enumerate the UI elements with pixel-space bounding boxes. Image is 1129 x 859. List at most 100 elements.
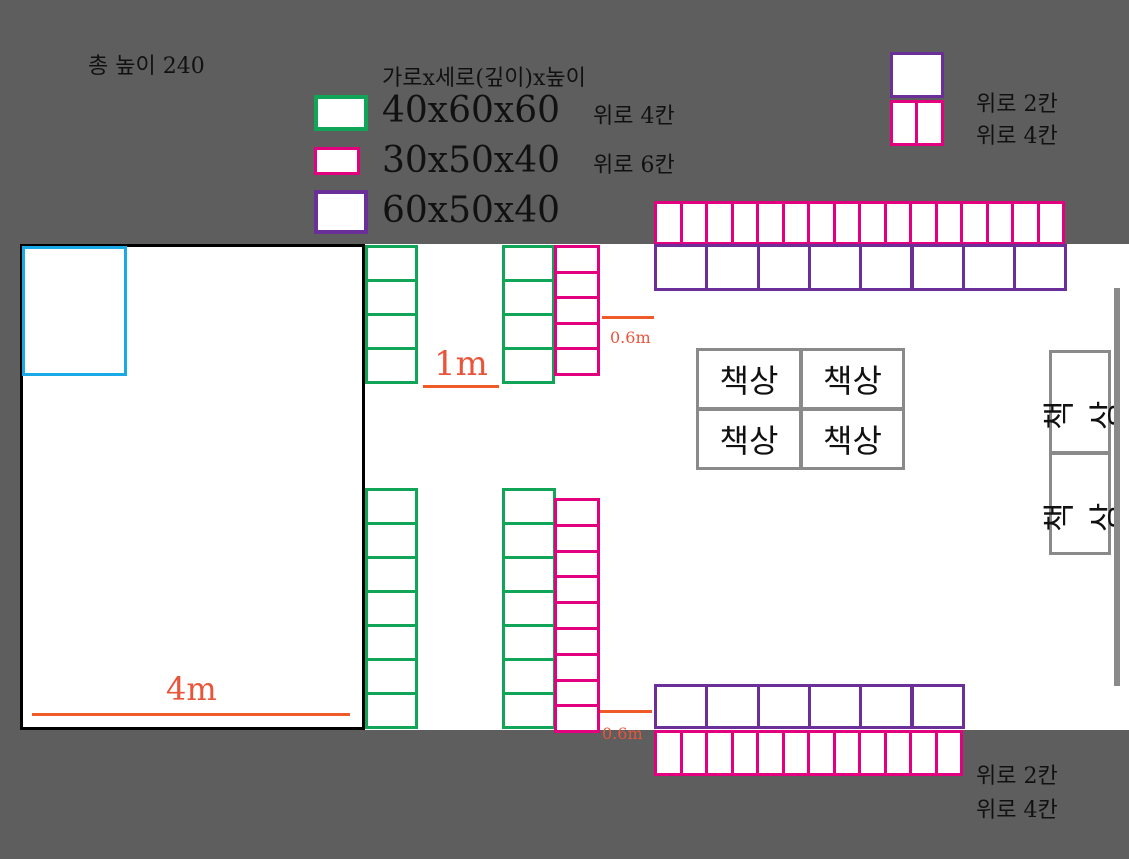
legend-size-purple: 60x50x40 (382, 190, 561, 231)
pink-shelf-top-cell (554, 296, 600, 325)
green-shelf-b-top-cell (502, 279, 555, 316)
pink-shelf-bottom-cell (554, 652, 600, 682)
pink-shelf-top-row-cell (1036, 201, 1065, 245)
pink-shelf-bottom-cell (554, 704, 600, 734)
bottom-right-note-2: 위로 4칸 (976, 798, 1058, 823)
pink-shelf-top-row-cell (909, 201, 938, 245)
dimension-label-0.6m-bottom: 0.6m (602, 724, 643, 743)
desk-4: 책상 (800, 408, 905, 470)
pink-shelf-top-cell (554, 347, 600, 376)
pink-shelf-top-row-cell (960, 201, 989, 245)
pink-shelf-bottom-row-cell (730, 730, 759, 776)
legend-size-pink: 30x50x40 (382, 140, 561, 181)
green-shelf-a-bottom-cell (365, 692, 418, 729)
purple-shelf-bottom-row-cell (807, 684, 863, 729)
green-shelf-b-bottom-cell (502, 624, 556, 661)
pink-shelf-bottom-row-cell (909, 730, 938, 776)
dimension-line-0.6m-bottom (600, 710, 652, 713)
green-shelf-b-top-cell (502, 347, 555, 384)
purple-shelf-bottom-row-cell (654, 684, 709, 729)
pink-shelf-bottom-cell (554, 549, 600, 579)
pink-shelf-top-row-cell (807, 201, 836, 245)
green-shelf-b-top-cell (502, 245, 555, 282)
pink-shelf-top-row-cell (654, 201, 683, 245)
pink-shelf-bottom-row-cell (679, 730, 708, 776)
legend-purple-small (890, 52, 944, 98)
pink-shelf-bottom-cell (554, 678, 600, 708)
green-shelf-a-bottom-cell (365, 556, 418, 593)
purple-shelf-top-row-cell (705, 244, 760, 291)
purple-shelf-bottom-row-cell (756, 684, 811, 729)
green-shelf-b-bottom-cell (502, 522, 556, 559)
desk-5: 책상 (1040, 350, 1124, 454)
legend-size-green: 40x60x60 (382, 90, 561, 131)
pink-shelf-top-row-cell (730, 201, 759, 245)
pink-shelf-bottom-row-cell (756, 730, 785, 776)
pink-shelf-bottom-cell (554, 523, 600, 553)
green-shelf-a-bottom-cell (365, 522, 418, 559)
pink-shelf-top-cell (554, 245, 600, 274)
right-wall (1114, 288, 1120, 686)
dimension-label-0.6m-top: 0.6m (610, 328, 651, 347)
pink-shelf-top-row-cell (705, 201, 734, 245)
purple-shelf-top-row-cell (961, 244, 1017, 291)
bottom-right-note-1: 위로 2칸 (976, 764, 1058, 789)
pink-shelf-bottom-cell (554, 627, 600, 656)
top-right-note-2: 위로 4칸 (976, 124, 1058, 149)
purple-shelf-bottom-row-cell (910, 684, 965, 729)
total-height-label: 총 높이 240 (88, 54, 205, 79)
desk-1: 책상 (696, 348, 802, 410)
purple-shelf-top-row-cell (859, 244, 914, 291)
pink-shelf-top-row-cell (934, 201, 963, 245)
pink-shelf-top-row-cell (985, 201, 1014, 245)
pink-shelf-bottom-row-cell (934, 730, 963, 776)
legend-note-green: 위로 4칸 (593, 104, 675, 129)
dimension-label-1m: 1m (434, 344, 488, 384)
legend-swatch-purple (314, 190, 368, 234)
top-right-note-1: 위로 2칸 (976, 92, 1058, 117)
pink-shelf-bottom-cell (554, 575, 600, 605)
purple-shelf-bottom-row-cell (705, 684, 760, 729)
purple-shelf-top-row-cell (1013, 244, 1068, 291)
pink-shelf-top-row-cell (1011, 201, 1040, 245)
pink-shelf-bottom-row-cell (807, 730, 836, 776)
green-shelf-a-bottom-cell (365, 658, 418, 695)
legend-swatch-green (314, 95, 368, 131)
pink-shelf-top-row-cell (883, 201, 912, 245)
desk-3: 책상 (696, 408, 802, 470)
legend-pink-split (890, 100, 944, 146)
dimension-line-1m (423, 385, 499, 388)
pink-shelf-bottom-row-cell (832, 730, 861, 776)
pink-shelf-bottom-cell (554, 498, 600, 527)
pink-shelf-top-row-cell (756, 201, 785, 245)
purple-shelf-top-row-cell (807, 244, 863, 291)
desk-6: 책상 (1040, 452, 1124, 555)
pink-shelf-top-row-cell (781, 201, 810, 245)
pink-shelf-top-row-cell (832, 201, 861, 245)
green-shelf-b-bottom-cell (502, 590, 556, 627)
green-shelf-b-bottom-cell (502, 556, 556, 593)
purple-shelf-top-row-cell (910, 244, 965, 291)
green-shelf-a-bottom-cell (365, 488, 418, 525)
legend-header: 가로x세로(깊이)x높이 (382, 66, 586, 91)
green-shelf-a-top-cell (365, 279, 418, 316)
green-shelf-b-bottom-cell (502, 658, 556, 695)
pink-shelf-bottom-cell (554, 601, 600, 630)
dimension-label-4m: 4m (166, 670, 217, 708)
pink-shelf-bottom-row-cell (781, 730, 810, 776)
purple-shelf-top-row-cell (654, 244, 709, 291)
pink-shelf-bottom-row-cell (858, 730, 887, 776)
green-shelf-a-bottom-cell (365, 590, 418, 627)
pink-shelf-top-row-cell (858, 201, 887, 245)
pink-shelf-bottom-row-cell (705, 730, 734, 776)
green-shelf-a-top-cell (365, 347, 418, 384)
legend-swatch-pink (314, 147, 360, 175)
pink-shelf-top-row-cell (679, 201, 708, 245)
pink-shelf-bottom-row-cell (883, 730, 912, 776)
purple-shelf-bottom-row-cell (859, 684, 914, 729)
green-shelf-a-top-cell (365, 313, 418, 350)
green-shelf-b-top-cell (502, 313, 555, 350)
green-shelf-b-bottom-cell (502, 488, 556, 525)
dimension-line-0.6m-top (602, 316, 654, 319)
green-shelf-a-top-cell (365, 245, 418, 282)
